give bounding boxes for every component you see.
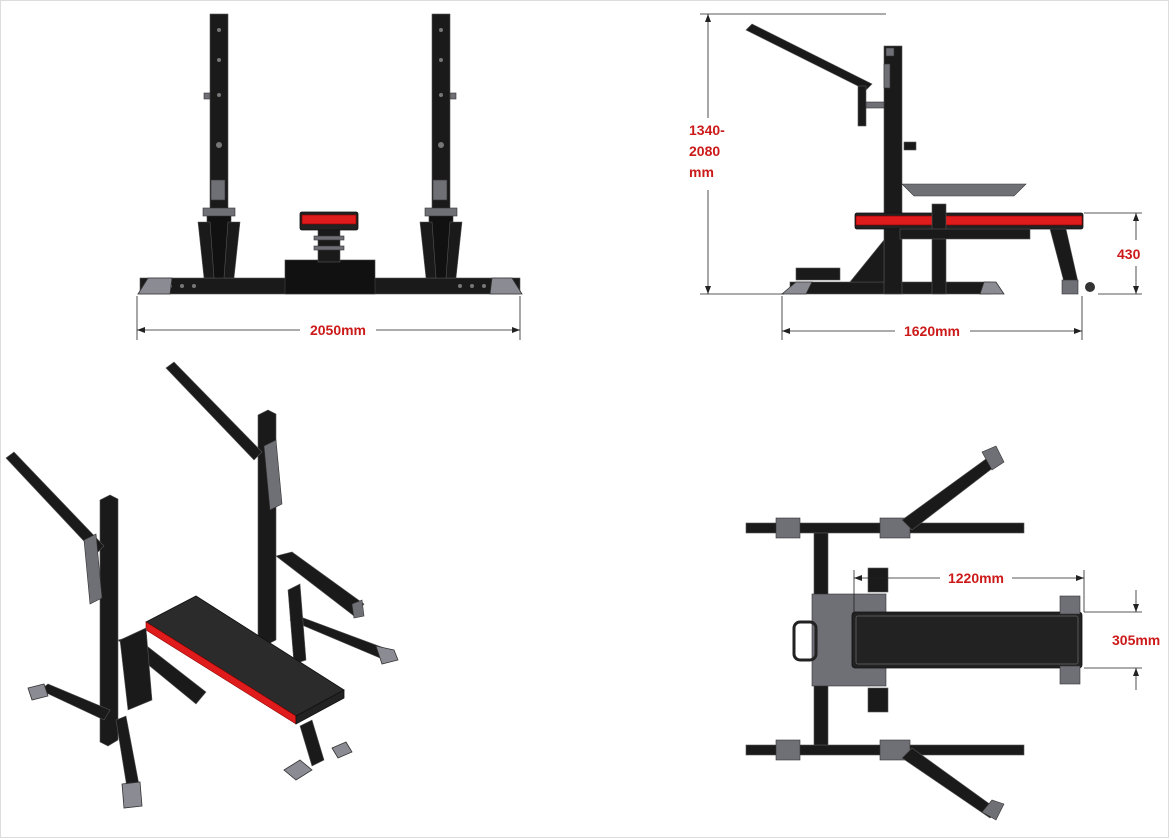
side-foot-left bbox=[780, 281, 813, 295]
front-bench-post bbox=[317, 227, 341, 263]
iso-far-safety-arm bbox=[275, 551, 365, 617]
side-upright bbox=[883, 45, 903, 295]
top-bench-foot-upper bbox=[1059, 595, 1081, 615]
iso-bench-pad-end bbox=[295, 689, 345, 725]
top-seat-block bbox=[811, 593, 887, 687]
side-foot-right bbox=[979, 281, 1005, 295]
iso-bench-foot-right bbox=[331, 741, 353, 759]
isometric-view bbox=[5, 361, 399, 809]
side-footrest bbox=[795, 267, 841, 281]
top-rail-lower-clamp-left bbox=[775, 739, 801, 761]
side-upright-holes bbox=[883, 63, 891, 89]
front-plate-left bbox=[210, 179, 226, 201]
front-bench-post-ring-1 bbox=[313, 235, 345, 241]
iso-near-foot-left bbox=[27, 683, 49, 701]
front-brace-right-a bbox=[419, 221, 437, 279]
front-foot-left bbox=[137, 277, 173, 295]
iso-far-lever bbox=[165, 361, 263, 461]
front-bench-post-ring-2 bbox=[313, 245, 345, 251]
front-bench-base bbox=[284, 259, 376, 295]
front-view: 2050mm bbox=[136, 13, 523, 340]
iso-far-lever-hanger bbox=[263, 439, 283, 511]
side-height-label-line-3: mm bbox=[689, 164, 714, 180]
top-handle bbox=[792, 620, 818, 662]
top-width-label: 305mm bbox=[1112, 632, 1160, 648]
front-brace-left-a bbox=[197, 221, 215, 279]
side-bench-leg bbox=[1049, 228, 1079, 283]
front-hook-right bbox=[424, 207, 458, 217]
side-bench-foot bbox=[1061, 279, 1079, 295]
iso-far-foot bbox=[375, 645, 399, 665]
front-width-label: 2050mm bbox=[310, 322, 366, 338]
iso-bench-leg bbox=[299, 719, 325, 767]
front-bench-pad-stripe bbox=[301, 214, 357, 225]
top-length-label: 1220mm bbox=[948, 570, 1004, 586]
iso-near-lever-hanger bbox=[83, 533, 103, 605]
iso-near-foot-right bbox=[121, 781, 143, 809]
front-hook-left bbox=[202, 207, 236, 217]
side-bench-post bbox=[931, 203, 947, 295]
front-foot-right bbox=[489, 277, 523, 295]
side-bench-stripe bbox=[855, 215, 1083, 226]
top-view: 1220mm 305mm bbox=[745, 445, 1160, 821]
iso-bench-foot-left bbox=[283, 759, 313, 781]
side-jhook bbox=[903, 141, 917, 151]
top-rail-upper-clamp-left bbox=[775, 517, 801, 539]
top-bench-foot-lower bbox=[1059, 665, 1081, 685]
top-bracket-lower bbox=[867, 687, 889, 713]
side-height-label-line-1: 1340- bbox=[689, 122, 725, 138]
iso-far-leg bbox=[287, 583, 307, 665]
front-pin-left bbox=[203, 92, 211, 100]
top-bench-pad-edge bbox=[855, 615, 1079, 665]
side-height-label-line-2: 2080 bbox=[689, 143, 720, 159]
side-rear-brace bbox=[849, 239, 885, 283]
iso-near-base-arm-left bbox=[39, 683, 111, 721]
iso-bench-pad-top bbox=[145, 595, 345, 717]
front-brace-right-b bbox=[445, 221, 463, 279]
side-lever-arm bbox=[745, 23, 873, 91]
top-lever-upper-tip bbox=[981, 445, 1005, 471]
front-pin-right bbox=[449, 92, 457, 100]
iso-near-upright bbox=[99, 494, 119, 747]
iso-far-safety-tip bbox=[351, 599, 365, 619]
side-upright-cap bbox=[885, 47, 895, 57]
front-brace-left-b bbox=[223, 221, 241, 279]
side-lever-pivot bbox=[865, 101, 885, 109]
top-bracket-upper bbox=[867, 567, 889, 593]
top-lever-lower bbox=[901, 747, 999, 819]
side-lever-hanger bbox=[857, 85, 867, 127]
top-bench-pad bbox=[851, 611, 1083, 669]
side-bench-height-label: 430 bbox=[1117, 246, 1141, 262]
front-plate-right bbox=[432, 179, 448, 201]
iso-near-lever bbox=[5, 451, 105, 555]
side-safety-tray bbox=[901, 183, 1027, 197]
side-view: 1340- 2080 mm 430 1620mm bbox=[689, 13, 1142, 340]
iso-bench-front-block bbox=[119, 627, 153, 711]
side-bench-wheel bbox=[1085, 282, 1095, 292]
side-length-label: 1620mm bbox=[904, 323, 960, 339]
top-lever-upper bbox=[901, 455, 999, 531]
top-lever-lower-tip bbox=[981, 799, 1005, 821]
side-bench-rail bbox=[899, 228, 1031, 240]
